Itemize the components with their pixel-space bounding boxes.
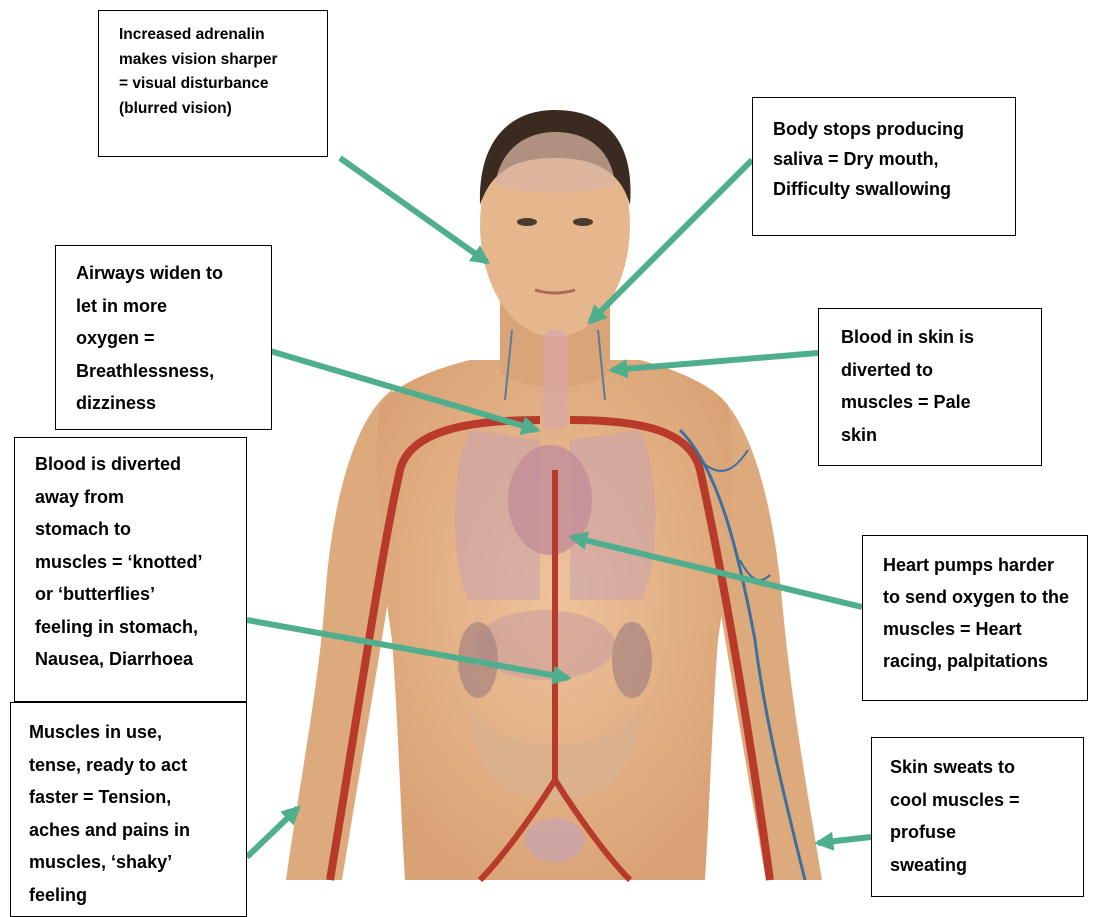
callout-line: Difficulty swallowing: [773, 174, 1005, 204]
callout-line: Body stops producing: [773, 114, 1005, 144]
callout-line: Nausea, Diarrhoea: [35, 643, 236, 676]
callout-line: makes vision sharper: [119, 48, 317, 73]
callout-line: away from: [35, 481, 236, 514]
callout-line: feeling: [29, 879, 238, 912]
arrow-vision: [340, 158, 487, 262]
callout-line: Muscles in use,: [29, 716, 238, 749]
kidney-right: [612, 622, 652, 698]
callout-line: = visual disturbance: [119, 72, 317, 97]
callout-line: or ‘butterflies’: [35, 578, 236, 611]
callout-line: cool muscles =: [890, 784, 1075, 817]
callout-airways: Airways widen to let in more oxygen = Br…: [55, 245, 272, 430]
callout-line: muscles, ‘shaky’: [29, 846, 238, 879]
callout-line: (blurred vision): [119, 97, 317, 122]
callout-saliva: Body stops producing saliva = Dry mouth,…: [752, 97, 1016, 236]
callout-line: tense, ready to act: [29, 749, 238, 782]
callout-pale-skin: Blood in skin is diverted to muscles = P…: [818, 308, 1042, 466]
callout-line: profuse: [890, 816, 1075, 849]
callout-line: diverted to: [841, 354, 1031, 387]
callout-sweating: Skin sweats to cool muscles = profuse sw…: [871, 737, 1084, 897]
callout-line: Heart pumps harder: [883, 549, 1079, 581]
callout-line: Increased adrenalin: [119, 23, 317, 48]
arrow-muscles: [247, 808, 298, 857]
callout-line: muscles = ‘knotted’: [35, 546, 236, 579]
callout-line: stomach to: [35, 513, 236, 546]
callout-line: dizziness: [76, 387, 261, 420]
callout-muscles: Muscles in use, tense, ready to act fast…: [10, 702, 247, 917]
callout-line: skin: [841, 419, 1031, 452]
callout-line: muscles = Pale: [841, 386, 1031, 419]
callout-line: faster = Tension,: [29, 781, 238, 814]
left-eye: [517, 218, 537, 226]
callout-heart: Heart pumps harder to send oxygen to the…: [862, 535, 1088, 701]
callout-line: aches and pains in: [29, 814, 238, 847]
callout-vision: Increased adrenalin makes vision sharper…: [98, 10, 328, 157]
trachea: [543, 330, 567, 430]
callout-line: Blood in skin is: [841, 321, 1031, 354]
callout-line: muscles = Heart: [883, 613, 1079, 645]
callout-line: sweating: [890, 849, 1075, 882]
callout-line: saliva = Dry mouth,: [773, 144, 1005, 174]
callout-line: Breathlessness,: [76, 355, 261, 388]
bladder: [525, 818, 585, 862]
callout-line: let in more: [76, 290, 261, 323]
callout-line: Skin sweats to: [890, 751, 1075, 784]
arrow-sweat: [818, 837, 871, 843]
human-body-illustration: [286, 110, 822, 880]
callout-stomach: Blood is diverted away from stomach to m…: [14, 437, 247, 702]
right-eye: [573, 218, 593, 226]
callout-line: to send oxygen to the: [883, 581, 1079, 613]
callout-line: Airways widen to: [76, 257, 261, 290]
callout-line: Blood is diverted: [35, 448, 236, 481]
callout-line: racing, palpitations: [883, 645, 1079, 677]
callout-line: oxygen =: [76, 322, 261, 355]
callout-line: feeling in stomach,: [35, 611, 236, 644]
